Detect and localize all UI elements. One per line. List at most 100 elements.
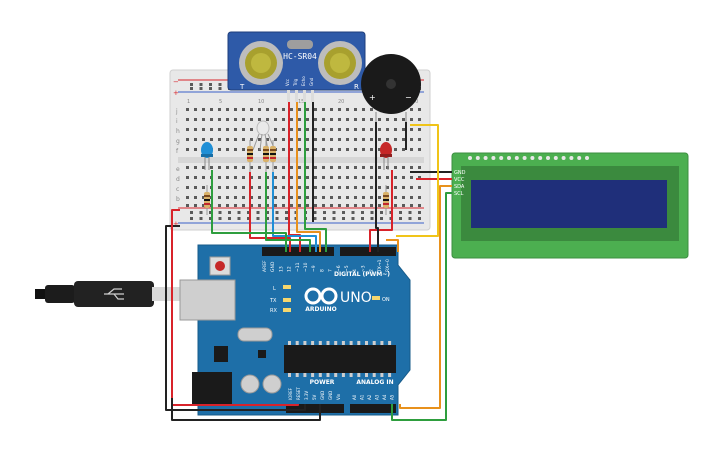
rail-hole (418, 217, 421, 220)
rail-hole (247, 217, 250, 220)
breadboard-hole (418, 186, 421, 189)
wire-lcd-sda (399, 185, 452, 409)
breadboard-hole (338, 196, 341, 199)
breadboard-hole (274, 128, 277, 131)
breadboard-hole (218, 128, 221, 131)
arduino-brand-label: ARDUINO (305, 306, 336, 313)
chip-pin (311, 341, 315, 345)
breadboard-hole (346, 118, 349, 121)
lcd-header-pin (553, 156, 558, 160)
lcd-header-pin (475, 156, 480, 160)
rail-hole (218, 87, 222, 90)
breadboard-hole (258, 186, 261, 189)
rail-hole (418, 211, 421, 214)
lcd-header-pin (499, 156, 504, 160)
row-label-e: e (176, 166, 180, 173)
lcd-pin-vcc-label: VCC (454, 177, 465, 183)
breadboard-hole (250, 166, 253, 169)
digital-pin-label: 7 (328, 269, 334, 272)
breadboard-hole (218, 166, 221, 169)
chip-pin (295, 373, 299, 377)
breadboard-hole (242, 204, 245, 207)
sensor-pin-gnd-label: Gnd (309, 77, 314, 86)
breadboard-hole (250, 186, 253, 189)
breadboard-hole (338, 176, 341, 179)
breadboard-hole (242, 166, 245, 169)
breadboard-hole (410, 186, 413, 189)
chip-pin (349, 373, 353, 377)
breadboard-hole (226, 118, 229, 121)
digital-header-label: DIGITAL (PWM~) (334, 271, 390, 278)
breadboard-hole (338, 118, 341, 121)
breadboard-hole (346, 128, 349, 131)
breadboard-hole (258, 118, 261, 121)
rail-hole (218, 217, 222, 220)
breadboard-hole (290, 176, 293, 179)
digital-pin-label: AREF (262, 260, 268, 272)
wire-rgb-green (265, 172, 311, 252)
analog-pin-label: A5 (390, 394, 395, 400)
wire-blue-led (211, 170, 287, 252)
rail-hole (380, 217, 383, 220)
arduino-uno-board: L TX RX ON ARDUINO UNO DIGITAL (PWM~) PO… (179, 244, 411, 416)
breadboard-hole (298, 108, 301, 111)
breadboard-hole (234, 108, 237, 111)
breadboard-hole (370, 118, 373, 121)
breadboard-hole (322, 118, 325, 121)
breadboard-hole (226, 128, 229, 131)
breadboard-hole (346, 204, 349, 207)
wire-lcd-yellow (396, 124, 439, 237)
chip-pin (326, 373, 330, 377)
row-label-c: c (176, 186, 179, 193)
breadboard-hole (266, 108, 269, 111)
breadboard-hole (202, 166, 205, 169)
rail-hole (342, 211, 345, 214)
digital-pin-label: ~3 (360, 265, 366, 272)
breadboard-hole (298, 118, 301, 121)
power-pin-label: GND (320, 391, 325, 400)
breadboard-hole (322, 176, 325, 179)
breadboard-hole (226, 108, 229, 111)
breadboard-hole (418, 108, 421, 111)
breadboard-hole (402, 128, 405, 131)
breadboard-hole (226, 138, 229, 141)
breadboard-hole (266, 196, 269, 199)
breadboard-hole (378, 148, 381, 151)
breadboard-hole (410, 108, 413, 111)
wire-lcd-scl (391, 192, 452, 421)
breadboard-hole (194, 138, 197, 141)
rail-hole (332, 217, 336, 220)
buzzer-minus-label: − (405, 93, 412, 102)
row-label-j: j (175, 108, 178, 115)
breadboard-hole (330, 148, 333, 151)
lcd-header-pin (538, 156, 543, 160)
rail-hole (361, 211, 364, 214)
breadboard-hole (250, 176, 253, 179)
breadboard-hole (354, 108, 357, 111)
breadboard-hole (226, 186, 229, 189)
breadboard-hole (330, 196, 333, 199)
breadboard-hole (274, 138, 277, 141)
chip-pin (288, 341, 291, 345)
rail-hole (228, 211, 231, 214)
breadboard-hole (290, 186, 293, 189)
breadboard-hole (290, 166, 293, 169)
breadboard-hole (346, 176, 349, 179)
breadboard-hole (202, 118, 205, 121)
breadboard-hole (282, 176, 285, 179)
lcd-pin-sda-label: SDA (454, 184, 465, 190)
sensor-model-label: HC-SR04 (283, 52, 317, 61)
analog-header-label: ANALOG IN (356, 379, 393, 386)
breadboard-hole (418, 138, 421, 141)
breadboard-hole (394, 166, 397, 169)
breadboard-hole (346, 166, 349, 169)
lcd-header-pin (561, 156, 566, 160)
analog-pin-label: A0 (352, 394, 357, 400)
row-label-g: g (176, 138, 180, 145)
breadboard-hole (250, 138, 253, 141)
chip-pin (334, 341, 338, 345)
breadboard-hole (194, 108, 197, 111)
analog-pin-label: A3 (375, 394, 380, 400)
breadboard-hole (314, 204, 317, 207)
breadboard-hole (362, 138, 365, 141)
